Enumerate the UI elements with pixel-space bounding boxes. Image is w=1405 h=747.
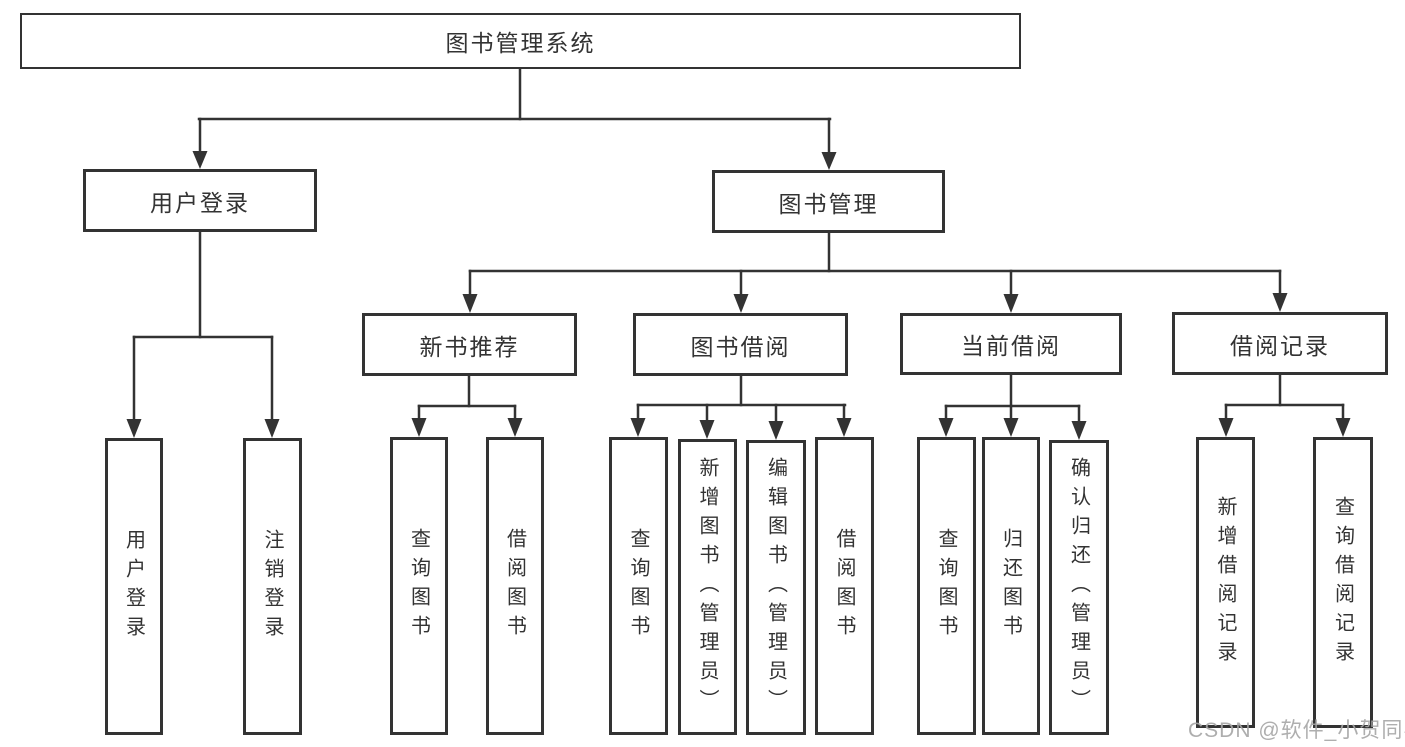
- node-new-book-rec-label: 新书推荐: [419, 333, 520, 360]
- node-leaf-user-login-label: 用户登录: [122, 528, 145, 645]
- arrowhead: [938, 418, 954, 437]
- node-current-borrow-label: 当前借阅: [961, 333, 1061, 359]
- node-book-mgmt: 图书管理: [712, 170, 945, 233]
- node-leaf-nbr-borrow-books-label: 借阅图书: [503, 528, 526, 644]
- node-leaf-bb-borrow-books-label: 借阅图书: [833, 528, 855, 644]
- edges-root-to-level1: [192, 67, 837, 170]
- arrowhead: [1335, 418, 1351, 437]
- arrowhead: [1071, 421, 1087, 440]
- edges-current-borrow-children: [938, 373, 1087, 440]
- edges-book-borrow-children: [630, 374, 852, 440]
- node-book-borrow: 图书借阅: [633, 313, 848, 376]
- node-user-login: 用户登录: [83, 169, 317, 232]
- arrowhead: [462, 294, 478, 313]
- csdn-watermark: CSDN @软件_小贺同学: [1188, 719, 1405, 742]
- arrowhead: [264, 419, 280, 438]
- node-leaf-cb-confirm-return: 确认归还（管理员）: [1049, 440, 1109, 735]
- node-leaf-br-query-record-label: 查询借阅记录: [1331, 495, 1354, 670]
- arrowhead: [126, 419, 142, 438]
- node-leaf-cb-query-books: 查询图书: [917, 437, 976, 735]
- edges-book-mgmt-children: [462, 231, 1288, 313]
- arrowhead: [507, 418, 523, 437]
- node-borrow-records: 借阅记录: [1172, 312, 1388, 375]
- node-leaf-bb-edit-books-label: 编辑图书（管理员）: [764, 457, 787, 718]
- node-leaf-user-login: 用户登录: [105, 438, 163, 735]
- node-leaf-br-add-record-label: 新增借阅记录: [1214, 495, 1236, 670]
- arrowhead: [1218, 418, 1234, 437]
- node-user-login-label: 用户登录: [150, 189, 250, 216]
- node-leaf-cb-confirm-return-label: 确认归还（管理员）: [1067, 457, 1090, 718]
- arrowhead: [699, 420, 715, 439]
- node-leaf-bb-add-books-label: 新增图书（管理员）: [696, 456, 718, 718]
- node-leaf-cb-query-books-label: 查询图书: [935, 528, 957, 644]
- node-leaf-bb-add-books: 新增图书（管理员）: [678, 439, 737, 735]
- node-leaf-bb-edit-books: 编辑图书（管理员）: [746, 440, 806, 735]
- node-leaf-logout: 注销登录: [243, 438, 302, 735]
- arrowhead: [836, 418, 852, 437]
- node-root-label: 图书管理系统: [445, 30, 596, 56]
- arrowhead: [821, 152, 837, 170]
- node-leaf-logout-label: 注销登录: [261, 528, 283, 645]
- edges-borrow-records-children: [1218, 373, 1351, 437]
- node-book-mgmt-label: 图书管理: [778, 190, 879, 217]
- arrowhead: [630, 418, 646, 437]
- node-borrow-records-label: 借阅记录: [1230, 332, 1330, 359]
- node-leaf-bb-query-books: 查询图书: [609, 437, 668, 735]
- node-leaf-cb-return-books: 归还图书: [982, 437, 1040, 735]
- arrowhead: [1272, 293, 1288, 312]
- edges-user-login-children: [126, 230, 280, 438]
- arrowhead: [1003, 294, 1019, 313]
- node-leaf-br-add-record: 新增借阅记录: [1196, 437, 1255, 728]
- arrowhead: [192, 151, 208, 169]
- arrowhead: [1003, 418, 1019, 437]
- arrowhead: [411, 418, 427, 437]
- node-new-book-rec: 新书推荐: [362, 313, 577, 376]
- arrowhead: [768, 421, 784, 440]
- node-leaf-nbr-query-books-label: 查询图书: [407, 528, 430, 644]
- node-leaf-bb-query-books-label: 查询图书: [627, 528, 649, 644]
- node-book-borrow-label: 图书借阅: [690, 333, 791, 360]
- arrowhead: [733, 294, 749, 313]
- node-leaf-cb-return-books-label: 归还图书: [999, 528, 1022, 644]
- node-leaf-bb-borrow-books: 借阅图书: [815, 437, 874, 735]
- node-leaf-nbr-borrow-books: 借阅图书: [486, 437, 544, 735]
- node-root: 图书管理系统: [20, 13, 1021, 69]
- node-leaf-nbr-query-books: 查询图书: [390, 437, 448, 735]
- edges-new-book-rec-children: [411, 374, 523, 437]
- node-current-borrow: 当前借阅: [900, 313, 1122, 375]
- node-leaf-br-query-record: 查询借阅记录: [1313, 437, 1373, 728]
